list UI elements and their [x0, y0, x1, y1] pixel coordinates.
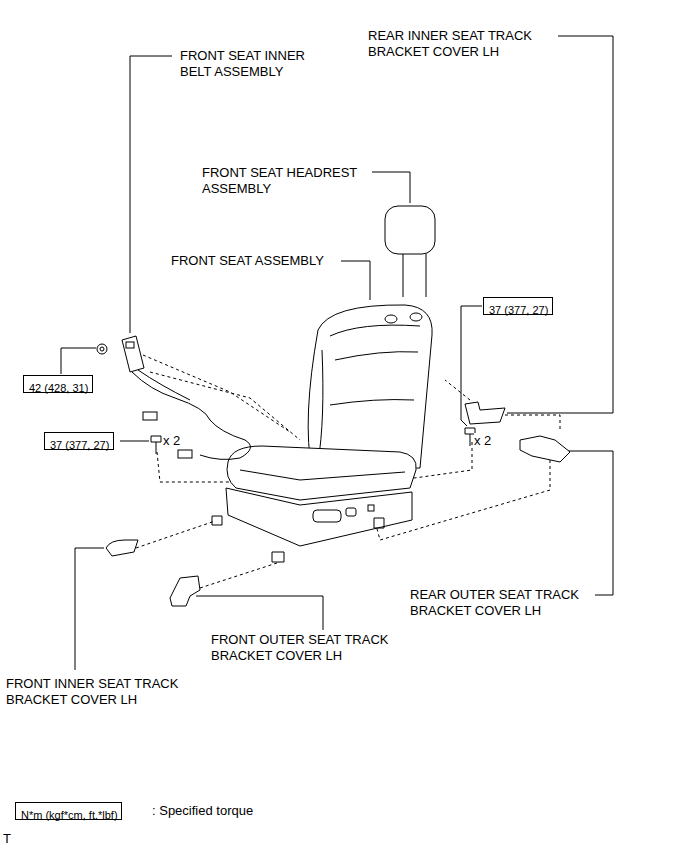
part-name: FRONT INNER SEAT TRACK BRACKET COVER LH [6, 676, 196, 708]
part-name: FRONT SEAT ASSEMBLY [171, 253, 341, 269]
part-name: FRONT OUTER SEAT TRACK BRACKET COVER LH [211, 632, 411, 664]
legend-text: : Specified torque [152, 803, 302, 819]
torque-value: 37 (377, 27) [489, 303, 548, 317]
torque-box: 37 (377, 27) [483, 297, 553, 315]
torque-box: N*m (kgf*cm, ft.*lbf) [15, 802, 122, 820]
part-name: REAR INNER SEAT TRACK BRACKET COVER LH [368, 28, 558, 60]
part-name: REAR OUTER SEAT TRACK BRACKET COVER LH [410, 587, 595, 619]
part-name: FRONT SEAT INNER BELT ASSEMBLY [180, 48, 340, 80]
bracket-covers [106, 402, 570, 606]
quantity: x 2 [474, 433, 504, 449]
torque-value: N*m (kgf*cm, ft.*lbf) [21, 808, 118, 822]
quantity: x 2 [163, 433, 193, 449]
leader-lines [61, 36, 613, 670]
bolts [151, 428, 475, 454]
inner-belt [97, 336, 250, 459]
torque-box: 37 (377, 27) [44, 432, 114, 450]
headrest [385, 206, 435, 297]
figure-code: T [3, 831, 23, 846]
torque-value: 37 (377, 27) [50, 438, 109, 452]
seat-back [308, 305, 432, 470]
torque-value: 42 (428, 31) [29, 381, 88, 395]
torque-box: 42 (428, 31) [23, 375, 93, 393]
seat-cushion [212, 446, 416, 562]
part-name: FRONT SEAT HEADREST ASSEMBLY [202, 165, 372, 197]
